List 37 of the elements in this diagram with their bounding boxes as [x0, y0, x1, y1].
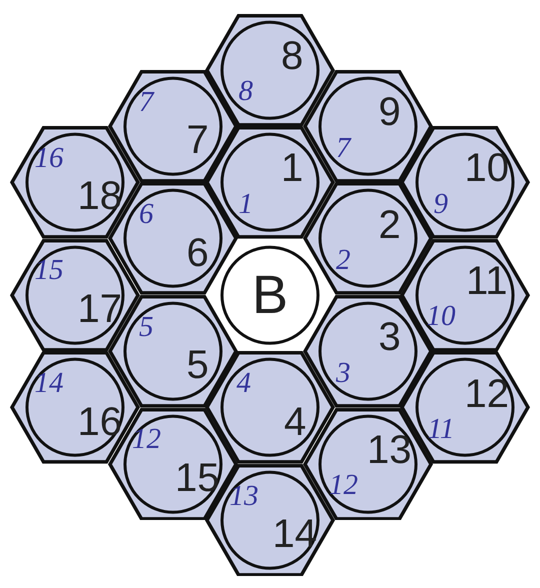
cell-index: 4	[236, 369, 251, 398]
cell-number: 12	[464, 374, 509, 414]
cell-index: 12	[132, 425, 161, 454]
cell-number: 2	[378, 204, 401, 245]
cell-index: 9	[434, 190, 448, 219]
cell-index: 7	[139, 88, 154, 117]
cell-number: 5	[186, 345, 209, 386]
cell-index: 8	[238, 77, 253, 106]
cell-number: 10	[464, 148, 509, 188]
cell-number: 1	[281, 148, 304, 188]
cell-number: 14	[272, 514, 317, 554]
cell-number: 4	[284, 402, 306, 442]
cell-index: 12	[329, 471, 358, 500]
cell-number: 16	[78, 402, 122, 442]
cell-index: 10	[426, 302, 456, 332]
cell-number: 18	[78, 176, 122, 216]
cell-index: 6	[139, 200, 154, 230]
cell-number: 15	[175, 458, 220, 498]
cell-index: 15	[34, 256, 64, 286]
cell-number: 17	[78, 288, 122, 329]
cell-number: B	[252, 268, 288, 322]
cell-number: 13	[367, 430, 412, 470]
cell-number: 11	[466, 260, 508, 301]
cell-number: 7	[186, 120, 209, 160]
cell-index: 11	[428, 415, 454, 444]
cell-index: 2	[336, 246, 350, 276]
cell-index: 3	[336, 358, 350, 388]
cell-index: 14	[34, 369, 64, 398]
cell-index: 16	[34, 144, 64, 173]
cell-number: 6	[186, 232, 209, 273]
cell-number: 8	[281, 36, 304, 76]
cell-number: 3	[378, 317, 401, 358]
cell-number: 9	[378, 92, 401, 132]
cell-index: 5	[139, 312, 154, 342]
cell-index: 1	[238, 190, 253, 219]
cell-index: 7	[336, 134, 350, 163]
cell-index: 13	[230, 482, 258, 511]
